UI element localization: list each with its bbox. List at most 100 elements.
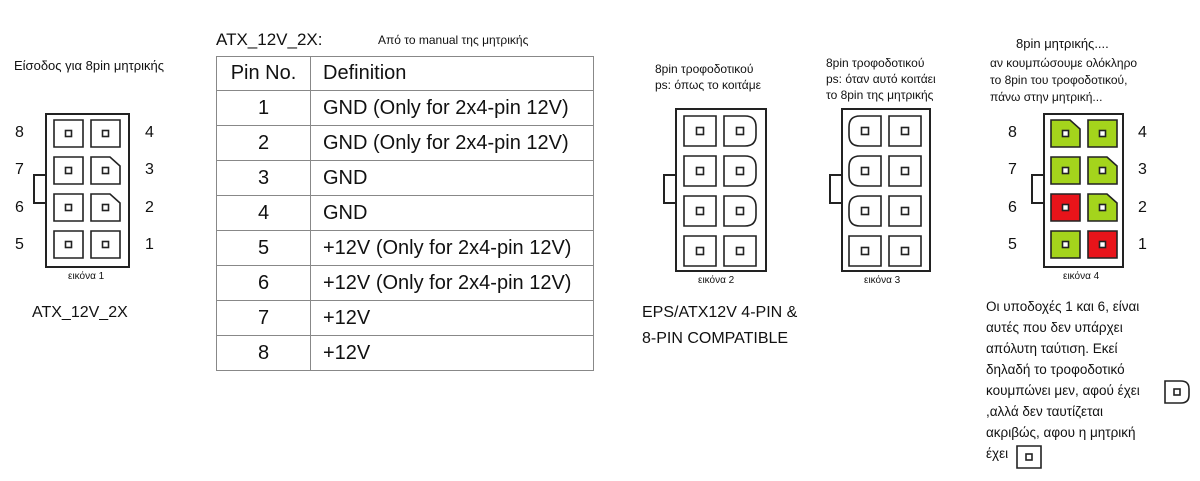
explanation-line: Οι υποδοχές 1 και 6, είναι [986, 299, 1140, 314]
pin-label-6: 6 [1008, 199, 1017, 216]
fig4-desc-line3: πάνω στην μητρική... [990, 90, 1103, 104]
pin-no-cell: 7 [216, 300, 311, 336]
pin-no-cell: 2 [216, 125, 311, 161]
explanation-line: έχει [986, 446, 1009, 461]
connector-pin-icon [1050, 119, 1081, 148]
connector-pin-icon [848, 155, 882, 187]
fig2-title-line1: 8pin τροφοδοτικού [655, 62, 754, 76]
pin-label-3: 3 [1138, 161, 1147, 178]
definition-cell: +12V [310, 300, 594, 336]
connector-pin-icon [888, 195, 922, 227]
pin-label-4: 4 [145, 124, 154, 141]
connector-pin-icon [723, 195, 757, 227]
pin-label-2: 2 [145, 199, 154, 216]
connector-pin-icon [683, 115, 717, 147]
connector-pin-icon [90, 193, 121, 222]
explanation-line: ,αλλά δεν ταυτίζεται [986, 404, 1104, 419]
fig4-desc-line2: το 8pin του τροφοδοτικού, [990, 73, 1128, 87]
definition-cell: GND (Only for 2x4-pin 12V) [310, 125, 594, 161]
connector-pin-icon [683, 155, 717, 187]
table-note: Από το manual της μητρικής [378, 33, 529, 47]
pin-label-2: 2 [1138, 199, 1147, 216]
caption-fig2: εικόνα 2 [698, 275, 735, 286]
input-label: Είσοδος για 8pin μητρικής [14, 58, 164, 73]
connector-pin-icon [888, 155, 922, 187]
connector-pin-icon [683, 235, 717, 267]
table-row: 5+12V (Only for 2x4-pin 12V) [216, 230, 594, 266]
explanation-paragraph: Οι υποδοχές 1 και 6, είναι αυτές που δεν… [986, 296, 1196, 464]
fig4-title: 8pin μητρικής.... [1016, 36, 1109, 51]
compat-label: EPS/ATX12V 4-PIN & 8-PIN COMPATIBLE [642, 300, 797, 352]
latch-tab [33, 174, 46, 204]
pin-no-cell: 3 [216, 160, 311, 196]
explanation-line: απόλυτη ταύτιση. Εκεί [986, 341, 1118, 356]
pin-no-cell: 5 [216, 230, 311, 266]
header-definition: Definition [310, 56, 594, 91]
pin-label-8: 8 [1008, 124, 1017, 141]
latch-tab [663, 174, 676, 204]
fig2-title-line2: ps: όπως το κοιτάμε [655, 78, 761, 92]
connector-pin-icon [53, 193, 84, 222]
connector-pin-icon [1087, 156, 1118, 185]
connector-pin-icon [848, 115, 882, 147]
pin-no-cell: 4 [216, 195, 311, 231]
pin-label-6: 6 [15, 199, 24, 216]
latch-tab [829, 174, 842, 204]
connector-pin-icon [90, 119, 121, 148]
explanation-line: ακριβώς, αφου η μητρική [986, 425, 1136, 440]
pin-label-4: 4 [1138, 124, 1147, 141]
connector-pin-icon [1050, 193, 1081, 222]
pin-no-cell: 1 [216, 90, 311, 126]
definition-cell: +12V [310, 335, 594, 371]
header-pin-no: Pin No. [216, 56, 311, 91]
explanation-line: αυτές που δεν υπάρχει [986, 320, 1123, 335]
table-row: 8+12V [216, 335, 594, 371]
connector-pin-icon [848, 235, 882, 267]
connector-pin-icon [1050, 230, 1081, 259]
definition-cell: GND [310, 160, 594, 196]
pin-label-7: 7 [1008, 161, 1017, 178]
square-pin-icon [1016, 445, 1042, 469]
pin-label-1: 1 [1138, 236, 1147, 253]
pin-label-3: 3 [145, 161, 154, 178]
compat-line1: EPS/ATX12V 4-PIN & [642, 304, 798, 321]
rounded-pin-icon [1164, 380, 1190, 404]
pin-label-7: 7 [15, 161, 24, 178]
connector-pin-icon [1050, 156, 1081, 185]
connector-name: ATX_12V_2X [32, 304, 128, 321]
connector-pin-icon [90, 156, 121, 185]
table-title: ATX_12V_2X: [216, 30, 323, 49]
connector-pin-icon [90, 230, 121, 259]
connector-pin-icon [848, 195, 882, 227]
definition-cell: +12V (Only for 2x4-pin 12V) [310, 230, 594, 266]
connector-pin-icon [53, 230, 84, 259]
pin-label-1: 1 [145, 236, 154, 253]
pin-label-8: 8 [15, 124, 24, 141]
connector-pin-icon [888, 115, 922, 147]
pin-label-5: 5 [1008, 236, 1017, 253]
compat-line2: 8-PIN COMPATIBLE [642, 330, 789, 347]
fig4-desc-line1: αν κουμπώσουμε ολόκληρο [990, 56, 1138, 70]
connector-pin-icon [1087, 193, 1118, 222]
caption-fig4: εικόνα 4 [1063, 271, 1100, 282]
connector-pin-icon [723, 115, 757, 147]
explanation-line: δηλαδή το τροφοδοτικό [986, 362, 1125, 377]
connector-pin-icon [1087, 230, 1118, 259]
fig3-title-line1: 8pin τροφοδοτικού [826, 56, 925, 70]
pin-label-5: 5 [15, 236, 24, 253]
caption-fig1: εικόνα 1 [68, 271, 105, 282]
latch-tab [1031, 174, 1044, 204]
connector-pin-icon [1087, 119, 1118, 148]
pin-no-cell: 6 [216, 265, 311, 301]
connector-pin-icon [53, 119, 84, 148]
connector-pin-icon [53, 156, 84, 185]
fig3-title-line3: το 8pin της μητρικής [826, 88, 934, 102]
table-header-row: Pin No. Definition [216, 56, 594, 91]
explanation-line: κουμπώνει μεν, αφού έχει [986, 383, 1140, 398]
definition-cell: +12V (Only for 2x4-pin 12V) [310, 265, 594, 301]
